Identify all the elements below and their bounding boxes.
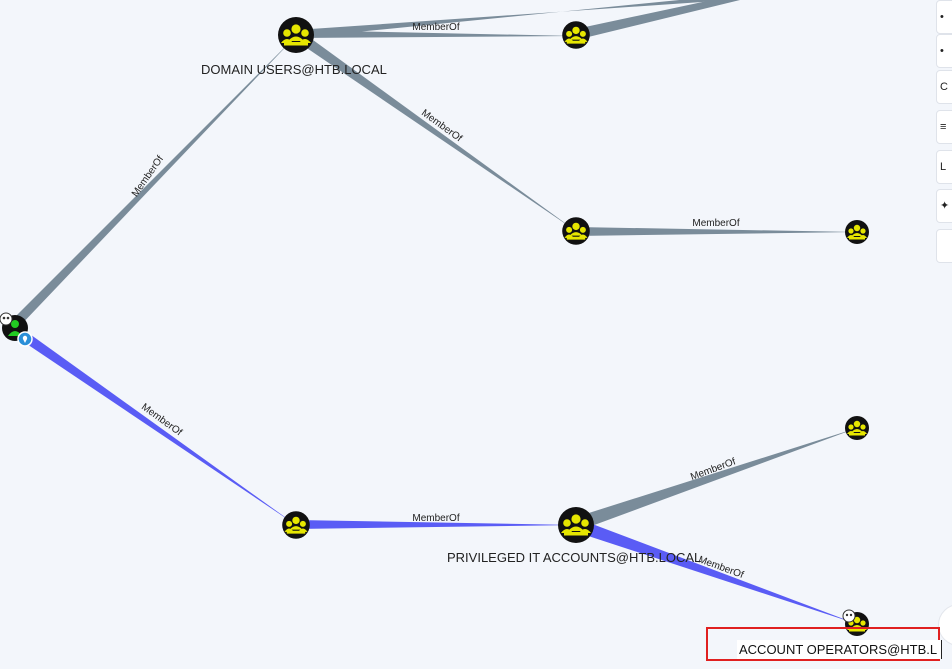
node-start-user[interactable] xyxy=(0,312,33,347)
group-icon xyxy=(558,507,594,543)
toolbar-button[interactable]: • xyxy=(936,0,952,34)
node-group-top[interactable] xyxy=(562,21,590,49)
toolbar-button[interactable]: L xyxy=(936,150,952,184)
group-icon xyxy=(278,17,314,53)
skull-icon xyxy=(842,609,856,623)
node-group-upper-right[interactable] xyxy=(845,416,869,440)
node-group-path[interactable] xyxy=(282,511,310,539)
toolbar-button[interactable]: ✦ xyxy=(936,189,952,223)
edge-top-group-offscreen[interactable] xyxy=(571,0,740,40)
node-group-mid-right[interactable] xyxy=(845,220,869,244)
edge-user-to-group-path[interactable] xyxy=(12,327,296,525)
group-icon xyxy=(282,511,310,539)
toolbar-button[interactable]: C xyxy=(936,70,952,104)
edge-domain-users-to-top-group[interactable] xyxy=(296,30,576,38)
node-domain-users[interactable] xyxy=(278,17,314,53)
edge-domain-users-to-mid-group[interactable] xyxy=(292,32,576,231)
group-icon xyxy=(562,217,590,245)
edge-privileged-it-to-upper-right[interactable] xyxy=(573,428,857,531)
location-pin-icon xyxy=(17,331,33,347)
node-label-account-operators: ACCOUNT OPERATORS@HTB.L xyxy=(737,640,942,659)
toolbar-button[interactable] xyxy=(936,229,952,263)
node-label-privileged-it: PRIVILEGED IT ACCOUNTS@HTB.LOCAL xyxy=(447,550,702,565)
edge-privileged-it-to-account-operators[interactable] xyxy=(573,519,857,624)
edge-label: MemberOf xyxy=(412,22,459,33)
toolbar-button[interactable]: ≡ xyxy=(936,110,952,144)
edge-label: MemberOf xyxy=(692,218,739,229)
group-icon xyxy=(562,21,590,49)
skull-icon xyxy=(0,312,13,326)
node-account-operators[interactable] xyxy=(842,609,869,636)
group-icon xyxy=(845,416,869,440)
node-label-domain-users: DOMAIN USERS@HTB.LOCAL xyxy=(201,62,387,77)
toolbar-button[interactable]: • xyxy=(936,34,952,68)
edge-user-to-domain-users[interactable] xyxy=(10,35,297,328)
edge-mid-group-to-right-group[interactable] xyxy=(576,227,857,236)
group-icon xyxy=(845,220,869,244)
node-privileged-it[interactable] xyxy=(558,507,594,543)
edge-group-to-privileged-it[interactable] xyxy=(296,520,576,529)
node-group-mid[interactable] xyxy=(562,217,590,245)
user-icon xyxy=(8,320,22,336)
edge-label: MemberOf xyxy=(412,513,459,524)
